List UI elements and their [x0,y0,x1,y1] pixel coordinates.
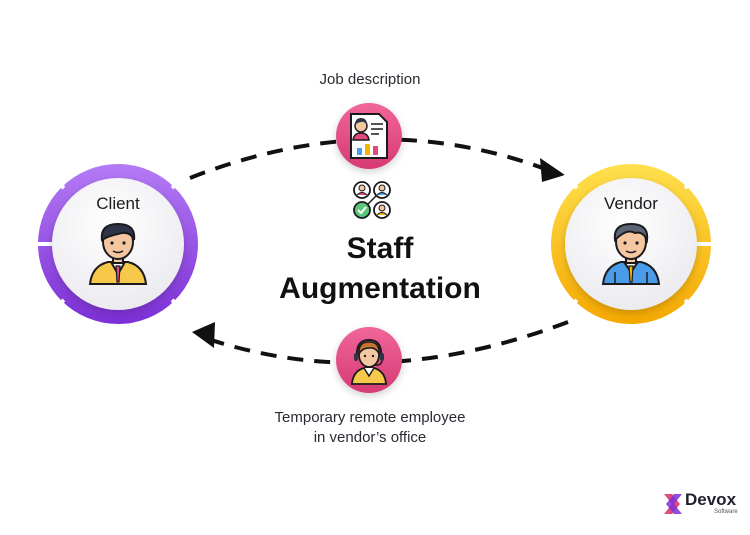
brand-name: Devox [685,490,737,509]
vendor-avatar-icon [601,222,661,285]
headset-agent-icon [351,338,387,385]
client-label: Client [96,194,140,213]
resume-icon [350,113,388,159]
job-description-label: Job description [319,71,421,88]
top-arrow-head [540,158,565,182]
devox-logo-icon [664,494,682,514]
title-line-2: Augmentation [279,272,481,305]
client-avatar-icon [88,222,148,285]
brand-logo: Devox Software [658,490,738,518]
employee-label-line-1: Temporary remote employee [274,409,466,426]
vendor-label: Vendor [604,194,658,213]
employee-label-line-2: in vendor’s office [313,429,427,446]
brand-subtitle: Software [714,509,738,515]
team-network-icon [353,181,391,219]
bottom-arrow-head [192,322,215,348]
title-line-1: Staff [346,232,414,265]
